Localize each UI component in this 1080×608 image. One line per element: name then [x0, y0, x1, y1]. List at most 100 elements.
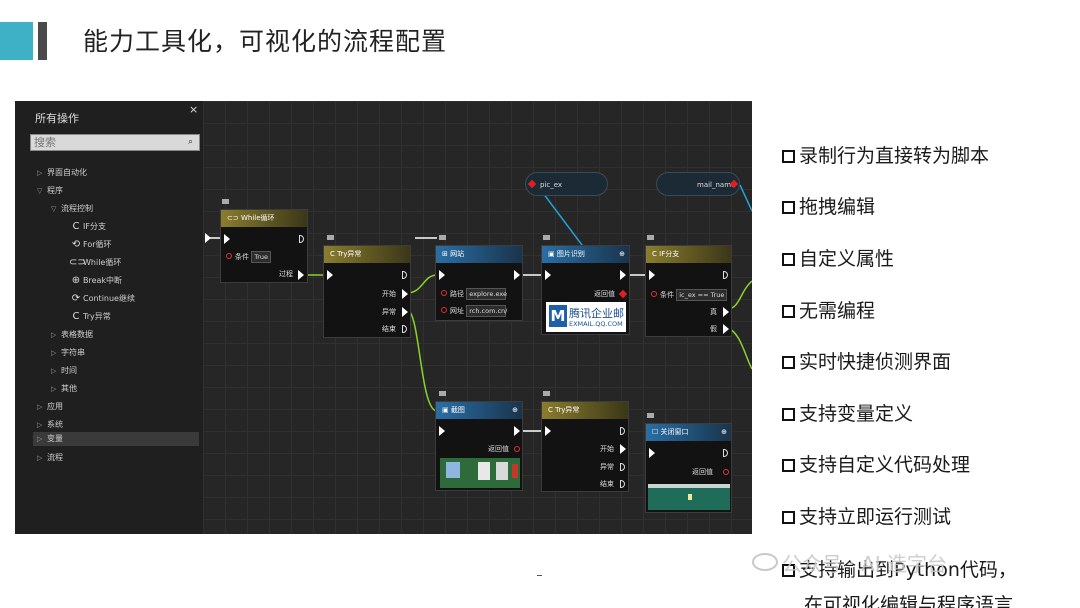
expand-icon[interactable]: ▷ [51, 331, 57, 339]
path-field[interactable]: explore.exe [466, 288, 507, 300]
node-header[interactable]: C Try异常 [324, 246, 410, 263]
expand-icon[interactable]: ▷ [51, 349, 57, 357]
exec-source-pin[interactable] [205, 233, 211, 243]
condition-pin[interactable] [226, 253, 232, 259]
tree-item-program[interactable]: ▽程序 [37, 184, 197, 198]
target-icon[interactable]: ⊕ [619, 250, 625, 258]
expand-icon[interactable]: ▷ [51, 367, 57, 375]
return-pin[interactable] [618, 289, 628, 299]
tree-item-flow[interactable]: ▷流程 [37, 451, 197, 465]
checkbox-icon [782, 356, 795, 369]
tree-item-for[interactable]: ⟲For循环 [69, 238, 197, 252]
exec-in-pin[interactable] [439, 270, 445, 280]
process-out-pin[interactable] [298, 270, 304, 280]
node-while[interactable]: ⊂⊃ While循环 条件 True 过程 [220, 209, 308, 283]
exec-out-pin[interactable] [402, 271, 407, 279]
exec-out-pin[interactable] [514, 426, 520, 436]
exec-in-pin[interactable] [649, 270, 655, 280]
node-open-website[interactable]: ⊞ 网站 路径 explore.exe 网址 rch.com.cn/ [435, 245, 523, 321]
false-pin[interactable] [723, 324, 729, 334]
tree-item-continue[interactable]: ⟳Continue继续 [69, 292, 197, 306]
close-icon[interactable]: × [189, 103, 199, 116]
tree-item-ui-automation[interactable]: ▷界面自动化 [37, 166, 197, 180]
return-pin[interactable] [514, 446, 520, 452]
target-icon[interactable]: ⊕ [512, 406, 518, 414]
expand-icon[interactable]: ▷ [37, 169, 43, 177]
tree-item-other[interactable]: ▷其他 [51, 382, 197, 396]
expand-icon[interactable]: ▷ [37, 454, 43, 462]
node-if[interactable]: C IF分支 条件 ic_ex == True 真 假 [645, 245, 732, 337]
target-icon[interactable]: ⊕ [721, 428, 727, 436]
collapse-icon[interactable]: ▽ [51, 205, 57, 213]
node-header[interactable]: ▣ 截图⊕ [436, 402, 522, 419]
url-field[interactable]: rch.com.cn/ [466, 305, 507, 317]
exec-out-pin[interactable] [723, 449, 728, 457]
field-label: 路径 [450, 290, 464, 298]
condition-pin[interactable] [651, 291, 657, 297]
variable-node-pic-ex[interactable]: pic_ex [525, 172, 608, 196]
tree-item-system[interactable]: ▷系统 [37, 418, 197, 432]
tree-item-break[interactable]: ⊕Break中断 [69, 274, 197, 288]
exec-out-pin[interactable] [723, 271, 728, 279]
node-image-match[interactable]: ▣ 图片识别⊕ 返回值 M 腾讯企业邮 EXMAIL.QQ.COM [541, 245, 630, 335]
field-label: 条件 [660, 291, 674, 299]
tree-item-variable[interactable]: ▷变量 [33, 432, 199, 446]
node-header[interactable]: ▣ 图片识别⊕ [542, 246, 629, 263]
expand-icon[interactable]: ▷ [51, 385, 57, 393]
node-close-window[interactable]: ☐ 关闭窗口⊕ 返回值 [645, 423, 732, 513]
error-pin[interactable] [402, 307, 408, 317]
exec-out-pin[interactable] [299, 235, 304, 243]
start-pin[interactable] [620, 444, 626, 454]
tree-label: Try异常 [83, 312, 111, 321]
collapse-icon[interactable]: ▽ [37, 187, 43, 195]
node-header[interactable]: C IF分支 [646, 246, 731, 263]
tree-item-app[interactable]: ▷应用 [37, 400, 197, 414]
tree-item-flow-control[interactable]: ▽流程控制 [51, 202, 197, 216]
node-header[interactable]: ☐ 关闭窗口⊕ [646, 424, 731, 441]
node-header[interactable]: ⊞ 网站 [436, 246, 522, 263]
variable-node-mail-name[interactable]: mail_name [656, 172, 740, 196]
path-pin[interactable] [441, 290, 447, 296]
tree-item-time[interactable]: ▷时间 [51, 364, 197, 378]
error-label: 异常 [382, 308, 396, 316]
node-header[interactable]: C Try异常 [542, 402, 628, 419]
wire-try1-open [406, 274, 438, 294]
exec-in-pin[interactable] [327, 270, 333, 280]
expand-icon[interactable]: ▷ [37, 421, 43, 429]
search-icon[interactable]: ⌕ [188, 137, 194, 147]
return-pin[interactable] [723, 469, 729, 475]
search-input[interactable] [31, 135, 177, 150]
exec-in-pin[interactable] [545, 270, 551, 280]
expand-icon[interactable]: ▷ [37, 403, 43, 411]
error-pin[interactable] [620, 463, 625, 471]
node-try-1[interactable]: C Try异常 开始 异常 结束 [323, 245, 411, 338]
exec-out-pin[interactable] [620, 270, 626, 280]
exec-in-pin[interactable] [439, 426, 445, 436]
checkbox-icon [782, 511, 795, 524]
start-pin[interactable] [402, 289, 408, 299]
while-loop-icon: ⊂⊃ [69, 257, 86, 268]
condition-field[interactable]: ic_ex == True [676, 289, 728, 301]
node-screenshot[interactable]: ▣ 截图⊕ 返回值 [435, 401, 523, 491]
condition-field[interactable]: True [251, 251, 272, 263]
tree-item-string[interactable]: ▷字符串 [51, 346, 197, 360]
tree-item-while[interactable]: ⊂⊃While循环 [69, 256, 197, 270]
exec-in-pin[interactable] [649, 448, 655, 458]
node-try-2[interactable]: C Try异常 开始 异常 结束 [541, 401, 629, 492]
variable-pin[interactable] [527, 179, 537, 189]
url-pin[interactable] [441, 307, 447, 313]
exec-in-pin[interactable] [224, 234, 230, 244]
node-header[interactable]: ⊂⊃ While循环 [221, 210, 307, 227]
exec-in-pin[interactable] [545, 426, 551, 436]
expand-icon[interactable]: ▷ [37, 435, 43, 443]
field-label: 网址 [450, 307, 464, 315]
true-pin[interactable] [723, 307, 729, 317]
exec-out-pin[interactable] [620, 427, 625, 435]
end-pin[interactable] [620, 480, 625, 488]
exec-out-pin[interactable] [514, 270, 520, 280]
tree-item-table-data[interactable]: ▷表格数据 [51, 328, 197, 342]
checkbox-icon [782, 564, 795, 577]
end-pin[interactable] [402, 325, 407, 333]
